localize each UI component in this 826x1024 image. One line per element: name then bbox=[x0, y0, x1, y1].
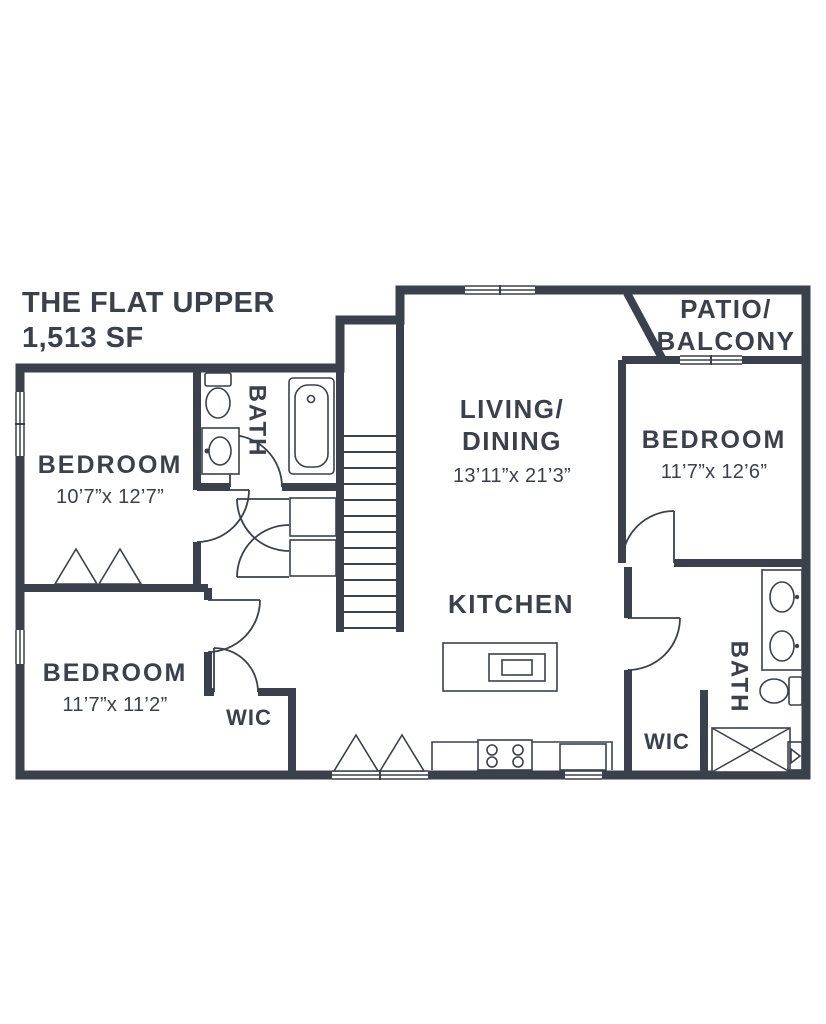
room-dims-living: 13’11”x 21’3” bbox=[453, 465, 571, 487]
door-bedroom-lower-left bbox=[207, 599, 261, 653]
window-bedroom-right-top bbox=[680, 355, 742, 365]
room-dims-bedroom-upper-left: 10’7”x 12’7” bbox=[56, 486, 164, 508]
room-label-wic-right: WIC bbox=[644, 729, 690, 754]
plan-area: 1,513 SF bbox=[22, 322, 144, 354]
double-vanity-right-bath bbox=[761, 569, 803, 671]
room-label-wic-left: WIC bbox=[226, 705, 272, 730]
shower-right-bath bbox=[711, 727, 803, 773]
washer-dryer bbox=[289, 497, 337, 577]
stove bbox=[477, 739, 533, 771]
door-bath-right bbox=[627, 617, 681, 671]
window-bedroom-lower-left bbox=[15, 630, 25, 664]
room-label-bath-upper: BATH bbox=[244, 385, 271, 458]
room-label-kitchen: KITCHEN bbox=[448, 589, 574, 619]
bifold-closet-doors-icon bbox=[53, 547, 143, 585]
room-label-bedroom-right: BEDROOM bbox=[642, 426, 787, 454]
door-wic-left bbox=[213, 647, 259, 693]
window-living-top bbox=[465, 285, 535, 295]
casement-window-icon bbox=[332, 733, 426, 772]
toilet-right-bath bbox=[759, 676, 803, 706]
room-label-patio-line1: PATIO/ bbox=[680, 294, 772, 324]
door-laundry-closet bbox=[236, 498, 290, 578]
plan-title: THE FLAT UPPER bbox=[22, 287, 275, 319]
window-bedroom-upper-left bbox=[15, 392, 25, 456]
room-label-patio-line2: BALCONY bbox=[656, 326, 795, 356]
toilet-upper-bath bbox=[204, 372, 232, 419]
door-bedroom-upper-left bbox=[196, 489, 250, 543]
room-label-living-line2: DINING bbox=[462, 426, 562, 456]
stairs bbox=[344, 435, 396, 629]
room-dims-bedroom-lower-left: 11’7”x 11’2” bbox=[62, 694, 167, 716]
room-label-living-line1: LIVING/ bbox=[460, 394, 564, 424]
kitchen-island bbox=[442, 642, 558, 692]
room-dims-bedroom-right: 11’7”x 12’6” bbox=[661, 461, 768, 483]
room-label-bedroom-lower-left: BEDROOM bbox=[43, 659, 188, 687]
door-bedroom-right bbox=[621, 510, 675, 564]
room-label-bedroom-upper-left: BEDROOM bbox=[38, 451, 183, 479]
room-label-bath-right: BATH bbox=[726, 641, 753, 714]
sink-vanity-upper-bath bbox=[201, 427, 240, 475]
window-kitchen-bottom bbox=[565, 770, 602, 780]
bathtub-upper-bath bbox=[288, 377, 335, 475]
interior-walls bbox=[20, 290, 806, 775]
